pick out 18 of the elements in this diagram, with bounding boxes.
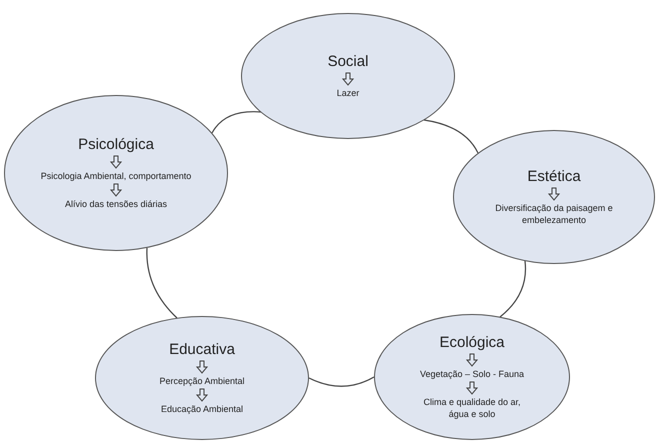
node-text: Educação Ambiental (160, 403, 244, 415)
connector-arc (146, 248, 178, 318)
node-text: Lazer (336, 87, 360, 99)
node-heading: Ecológica (439, 334, 505, 352)
node-text: Diversificação da paisagem e embelezamento (494, 202, 614, 226)
node-heading: Estética (527, 168, 581, 186)
node-text: Vegetação – Solo - Fauna (420, 368, 524, 380)
node-heading: Educativa (169, 341, 235, 359)
node-heading: Psicológica (78, 136, 154, 154)
node-text: Percepção Ambiental (159, 375, 245, 387)
connector-arc (424, 119, 479, 154)
node-heading: Social (328, 53, 368, 71)
connector-arc (211, 111, 262, 134)
connector-arc (308, 376, 374, 387)
connector-arc (500, 260, 526, 318)
node-text: Clima e qualidade do ar, água e solo (422, 396, 522, 420)
node-text: Psicologia Ambiental, comportamento (40, 170, 192, 182)
node-text: Alívio das tensões diárias (64, 198, 168, 210)
